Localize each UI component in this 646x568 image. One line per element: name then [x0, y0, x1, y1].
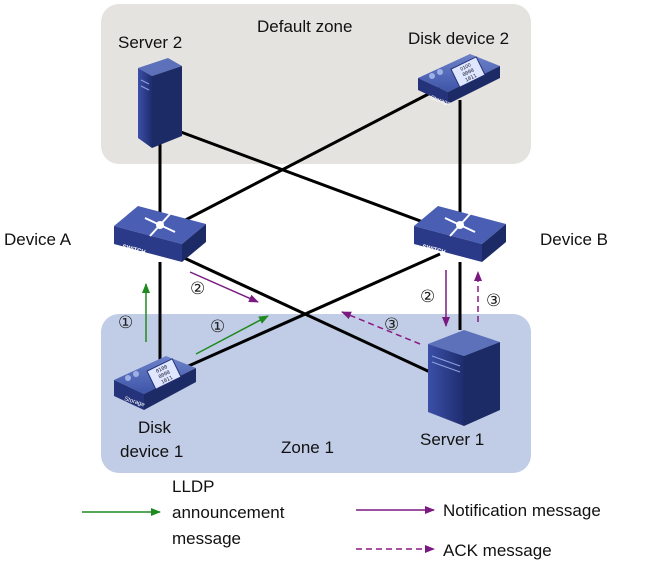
zone1-label: Zone 1 [281, 438, 334, 457]
disk2-icon: 0100 0000 1011 Storage [418, 54, 500, 108]
step-1-diagonal: ① [210, 317, 225, 337]
deviceB-switch-text: SWITCH [421, 244, 445, 256]
zone1-area [101, 314, 531, 473]
legend: LLDP announcement message Notification m… [82, 477, 601, 560]
lldp-arrow-diag [195, 315, 269, 355]
default-zone-area [101, 4, 531, 164]
server1-icon [428, 330, 500, 426]
disk1-label-line1: Disk [138, 418, 172, 437]
disk1-bits-2: 0000 [158, 370, 171, 381]
step-3-vertical: ③ [486, 291, 501, 311]
deviceA-label: Device A [4, 230, 72, 249]
step-2-vertical: ② [420, 287, 435, 307]
server2-label: Server 2 [118, 33, 182, 52]
disk2-bits-3: 1011 [464, 73, 477, 84]
server2-icon [138, 58, 182, 148]
disk1-bits-1: 0100 [155, 364, 168, 375]
link-deviceB-disk1 [174, 252, 441, 374]
disk2-bits-2: 0000 [462, 68, 475, 79]
link-disk2-deviceA [169, 86, 441, 230]
deviceA-switch-icon: SWITCH [114, 206, 206, 262]
legend-lldp-line3: message [172, 529, 241, 548]
disk2-bits-1: 0100 [459, 62, 472, 72]
links [158, 86, 462, 374]
default-zone-label: Default zone [257, 17, 352, 36]
legend-ack-label: ACK message [443, 541, 552, 560]
deviceB-label: Device B [540, 230, 608, 249]
deviceB-switch-icon: SWITCH [414, 206, 506, 262]
legend-lldp-line2: announcement [172, 503, 285, 522]
notification-arrow-diag [189, 271, 259, 303]
step-1-vertical: ① [118, 313, 133, 333]
disk2-label: Disk device 2 [408, 29, 509, 48]
legend-notification-label: Notification message [443, 501, 601, 520]
disk1-icon: 0100 0000 1011 Storage [114, 356, 196, 410]
step-2-diagonal: ② [190, 279, 205, 299]
link-server2-deviceB [169, 126, 451, 234]
deviceA-switch-text: SWITCH [121, 244, 145, 256]
disk1-label-line2: device 1 [120, 442, 183, 461]
legend-lldp-line1: LLDP [172, 477, 215, 496]
disk1-bits-3: 1011 [160, 375, 173, 386]
server1-label: Server 1 [420, 430, 484, 449]
ack-arrow-diag [341, 311, 421, 345]
step-3-diagonal: ③ [384, 315, 399, 335]
